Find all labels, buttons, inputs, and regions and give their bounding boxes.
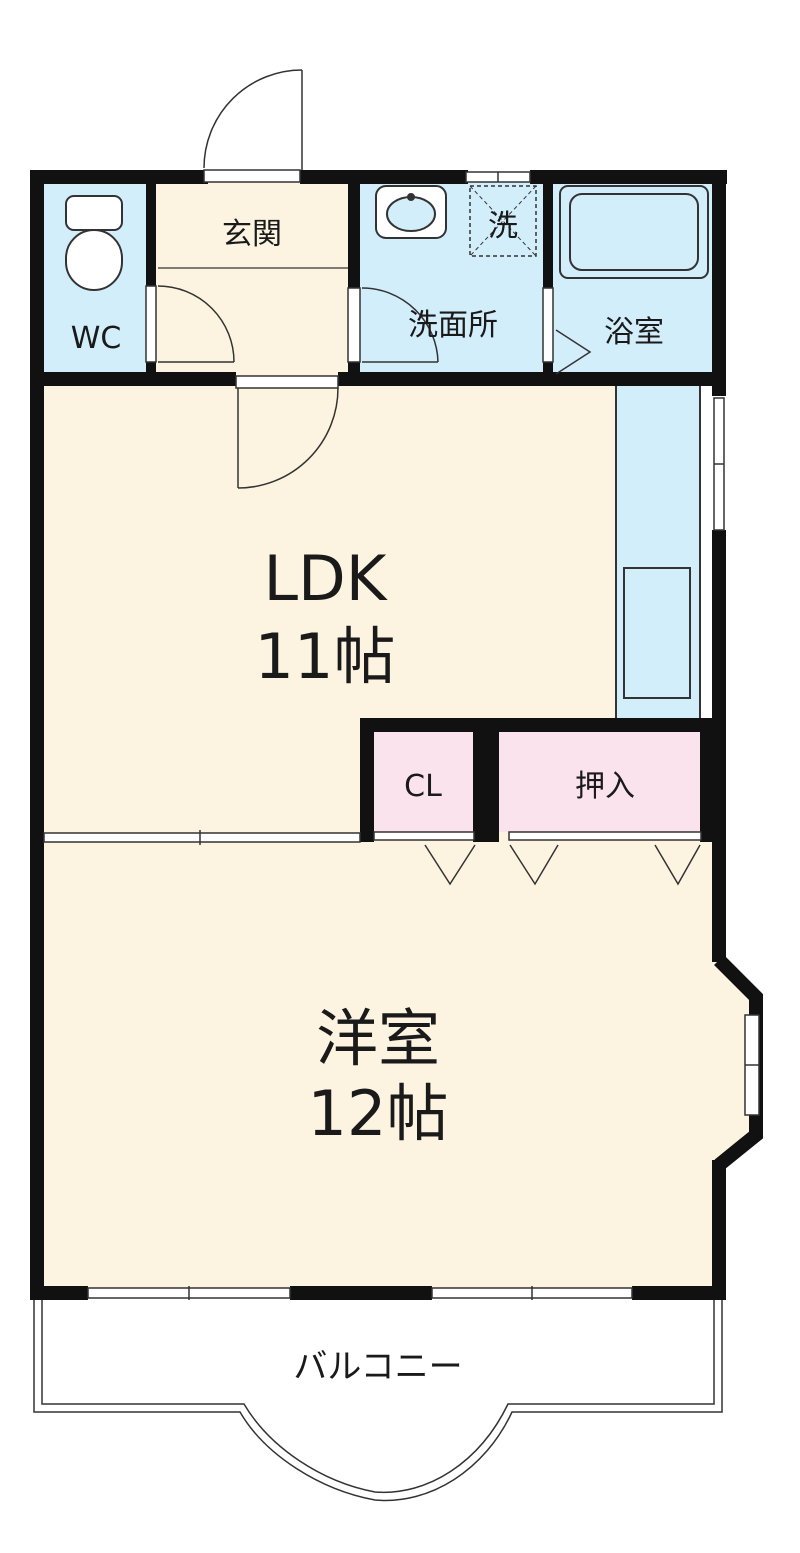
walls xyxy=(30,170,727,1300)
room-label-senmenjo: 洗面所 xyxy=(408,308,498,343)
room-label-bathroom: 浴室 xyxy=(604,315,664,350)
washing-machine-area xyxy=(469,185,537,257)
room-label-oshiire: 押入 xyxy=(575,769,635,804)
room-label-ldk: LDK xyxy=(264,542,388,615)
folding-doors xyxy=(424,844,701,886)
floor-oshiire xyxy=(497,728,715,832)
floor-bathroom xyxy=(545,180,720,380)
washing-machine-diag1 xyxy=(469,185,537,257)
kitchen-stove-icon xyxy=(623,567,691,699)
room-label-yoshitsu-size: 12帖 xyxy=(308,1077,449,1150)
floor-bay-window xyxy=(720,965,752,1162)
balcony-outline xyxy=(33,1300,723,1502)
room-label-cl: CL xyxy=(404,769,442,804)
balcony-inner xyxy=(41,1300,715,1494)
washing-machine-diag2 xyxy=(469,185,537,257)
room-label-washer: 洗 xyxy=(488,209,518,244)
room-label-ldk-size: 11帖 xyxy=(255,620,396,693)
wash-basin-icon xyxy=(375,185,447,239)
room-label-genkan: 玄関 xyxy=(222,217,282,252)
cl-door-rail xyxy=(373,831,475,841)
oshiire-door-rail xyxy=(508,831,702,841)
bathtub-icon xyxy=(559,185,709,279)
floor-genkan xyxy=(155,180,350,380)
toilet-icon xyxy=(65,195,123,291)
room-label-yoshitsu: 洋室 xyxy=(316,1002,440,1075)
floor-yoshitsu xyxy=(42,840,720,1292)
floor-cl xyxy=(370,728,478,832)
balcony-label: バルコニー xyxy=(293,1347,462,1387)
doors xyxy=(145,69,592,489)
room-label-wc: WC xyxy=(71,321,122,356)
window-mullions xyxy=(188,172,759,1300)
